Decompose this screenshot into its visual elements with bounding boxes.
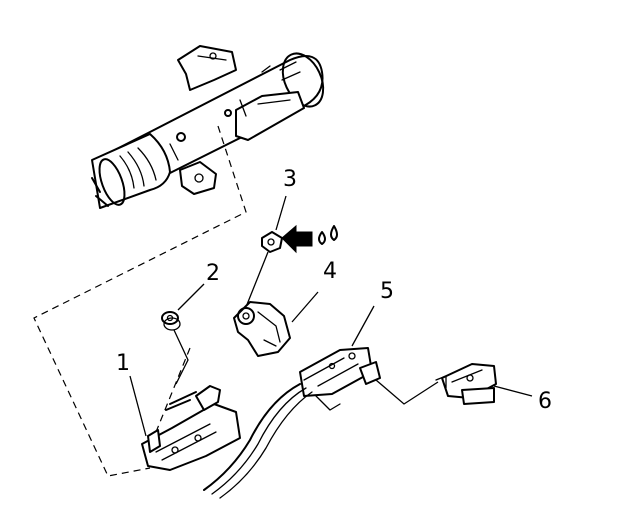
- callout-5: 5: [380, 279, 394, 304]
- callout-6: 6: [538, 389, 552, 414]
- part-1-switch-bracket: [141, 385, 241, 471]
- callout-2: 2: [206, 261, 220, 286]
- arrow-left-icon: [281, 224, 313, 254]
- callout-1-leader: [129, 375, 147, 437]
- part-2-nut: [161, 311, 189, 385]
- part-3-fastener: [243, 195, 287, 313]
- callout-3: 3: [283, 167, 297, 192]
- steering-column-housing: [91, 45, 325, 209]
- part-6-connector: [435, 363, 533, 405]
- callout-4: 4: [323, 259, 337, 284]
- callout-2-leader: [177, 283, 205, 311]
- part-4-pivot-arm: [233, 291, 319, 357]
- part-5-switch-assembly: [203, 305, 439, 499]
- lubricant-drops-icon: [318, 225, 338, 245]
- alignment-lines: [33, 125, 247, 477]
- callout-1: 1: [116, 351, 130, 376]
